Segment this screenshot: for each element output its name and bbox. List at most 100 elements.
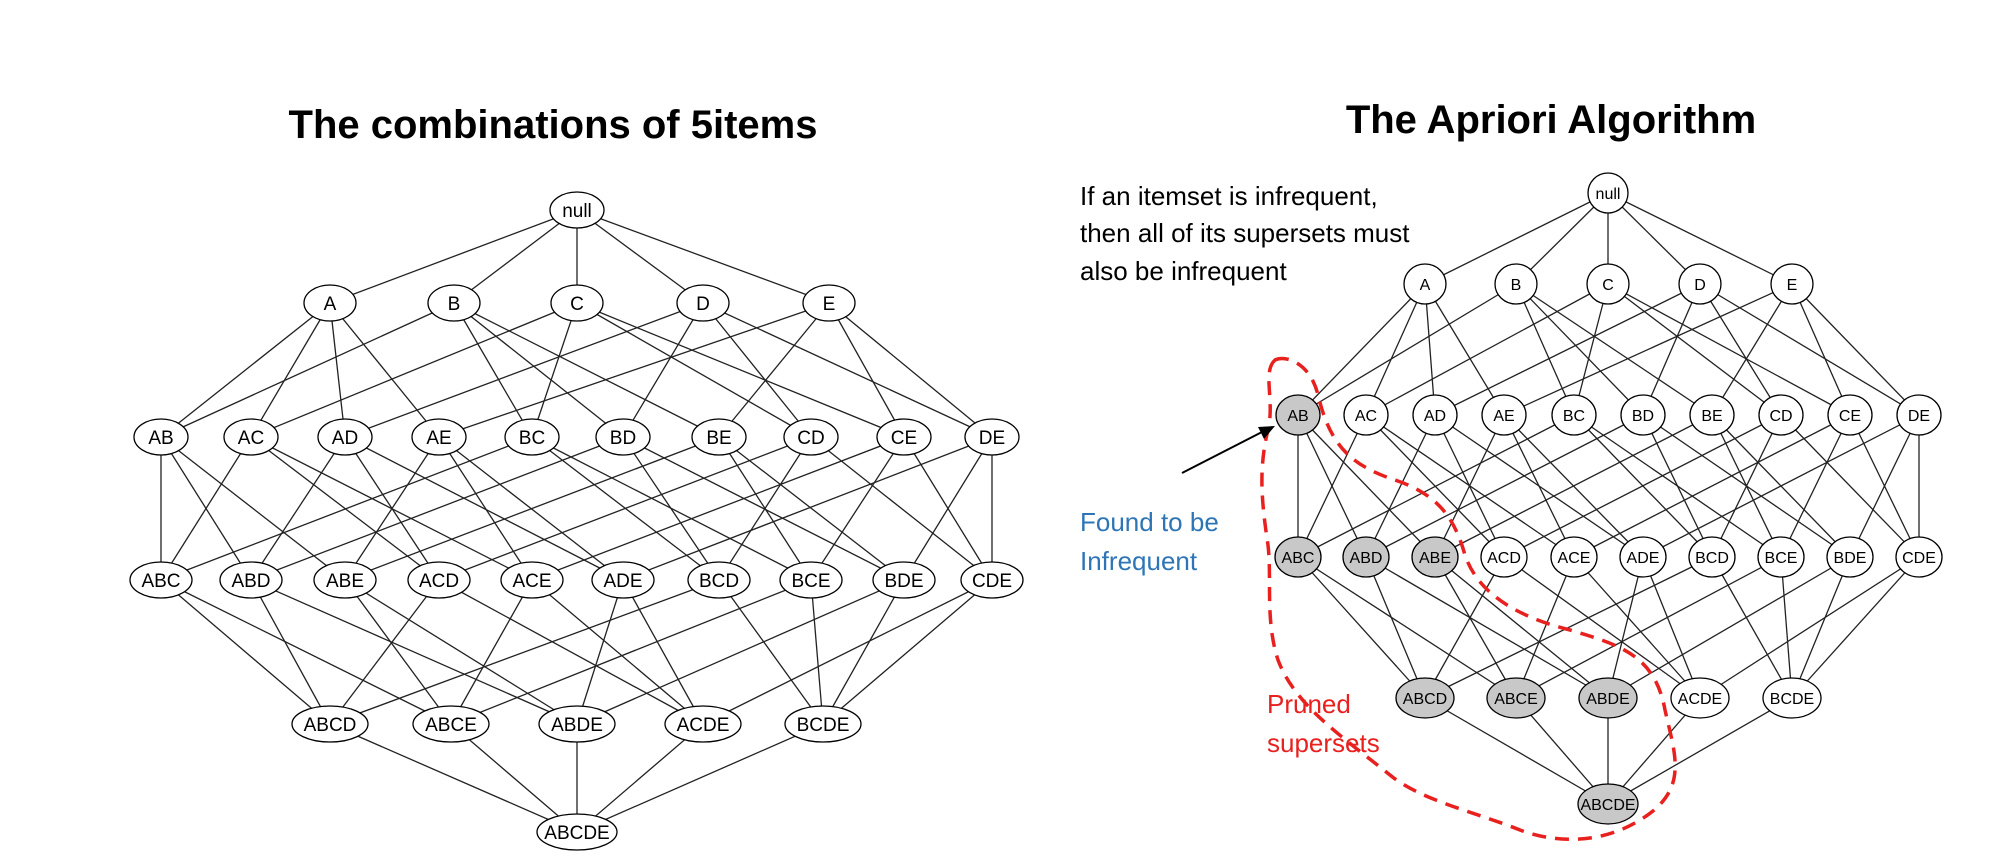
right-node-shape-a [1403, 263, 1447, 305]
found-line-1: Found to be [1080, 507, 1219, 537]
right-node-ade: ADE [1619, 536, 1667, 578]
left-node-be: BE [691, 418, 747, 456]
right-node-a: A [1403, 263, 1447, 305]
right-node-shape-abc [1274, 536, 1322, 578]
right-node-label-null: null [1596, 186, 1621, 203]
left-node-abc: ABC [129, 561, 193, 599]
left-node-shape-b [427, 284, 481, 322]
right-edge-d-cd [1699, 283, 1782, 416]
left-node-bcd: BCD [687, 561, 751, 599]
left-node-shape-a [303, 284, 357, 322]
right-edge-e-ce [1791, 283, 1851, 416]
right-edge-abe-abde [1434, 556, 1609, 699]
right-node-label-bd: BD [1632, 408, 1654, 425]
left-edge-cd-cde [810, 436, 993, 581]
right-edge-abc-abce [1297, 556, 1517, 699]
right-edge-cde-bcde [1791, 556, 1920, 699]
right-edge-bce-abce [1515, 556, 1782, 699]
right-edge-b-bc [1515, 283, 1575, 416]
pruned-supersets-label: Pruned supersets [1267, 689, 1380, 758]
right-edge-be-abe [1434, 414, 1713, 558]
left-edge-cd-acd [438, 436, 812, 581]
left-node-label-abcde: ABCDE [544, 823, 609, 844]
right-node-ab: AB [1275, 394, 1321, 436]
left-node-label-de: DE [979, 428, 1005, 449]
right-node-ac: AC [1343, 394, 1389, 436]
right-node-abcd: ABCD [1395, 677, 1455, 719]
left-edge-abc-abcd [160, 579, 331, 725]
right-node-label-d: D [1694, 277, 1706, 294]
found-line-2: Infrequent [1080, 546, 1198, 576]
right-node-abde: ABDE [1578, 677, 1638, 719]
right-edge-cd-cde [1780, 414, 1920, 558]
left-edge-c-cd [576, 302, 812, 438]
left-node-shape-c [550, 284, 604, 322]
left-edge-null-a [329, 209, 578, 304]
left-node-label-acde: ACDE [677, 715, 730, 736]
right-node-bde: BDE [1826, 536, 1874, 578]
left-edge-b-ab [160, 302, 455, 438]
right-edge-de-bde [1849, 414, 1920, 558]
left-node-abce: ABCE [412, 705, 490, 743]
right-node-shape-ab [1275, 394, 1321, 436]
right-node-ce: CE [1827, 394, 1873, 436]
left-node-shape-bde [872, 561, 936, 599]
right-node-acd: ACD [1480, 536, 1528, 578]
right-node-label-ce: CE [1839, 408, 1861, 425]
right-edge-ade-abde [1607, 556, 1644, 699]
right-node-shape-e [1770, 263, 1814, 305]
left-node-shape-bc [504, 418, 560, 456]
left-node-abe: ABE [313, 561, 377, 599]
left-node-shape-ace [500, 561, 564, 599]
left-edge-ce-ace [531, 436, 905, 581]
right-edge-a-ae [1424, 283, 1505, 416]
right-edge-bde-bcde [1791, 556, 1851, 699]
pruned-line-1: Pruned [1267, 689, 1351, 719]
right-edge-e-de [1791, 283, 1920, 416]
left-node-label-bce: BCE [791, 571, 830, 592]
left-node-shape-abde [538, 705, 616, 743]
right-node-bce: BCE [1757, 536, 1805, 578]
left-node-label-cd: CD [797, 428, 824, 449]
left-node-ce: CE [876, 418, 932, 456]
left-node-ae: AE [411, 418, 467, 456]
left-edge-acde-abcde [576, 723, 704, 833]
left-node-label-e: E [823, 294, 836, 315]
left-node-ac: AC [223, 418, 279, 456]
left-edge-b-be [453, 302, 720, 438]
right-node-ae: AE [1481, 394, 1527, 436]
right-node-de: DE [1896, 394, 1942, 436]
right-edge-acd-abcd [1424, 556, 1505, 699]
right-edges [1297, 192, 1920, 805]
found-infrequent-label: Found to be Infrequent [1080, 507, 1219, 576]
left-node-abcde: ABCDE [536, 813, 618, 851]
right-edge-bcde-abcde [1607, 697, 1793, 805]
right-node-shape-c [1586, 263, 1630, 305]
left-node-ace: ACE [500, 561, 564, 599]
right-edge-acd-acde [1503, 556, 1701, 699]
right-edge-ce-bce [1780, 414, 1851, 558]
left-node-label-bde: BDE [884, 571, 923, 592]
pruned-line-2: supersets [1267, 728, 1380, 758]
left-node-label-abce: ABCE [425, 715, 477, 736]
right-edge-ae-abe [1434, 414, 1505, 558]
right-node-bc: BC [1551, 394, 1597, 436]
right-node-shape-be [1689, 394, 1735, 436]
left-node-label-abde: ABDE [551, 715, 603, 736]
right-edge-bd-bcd [1642, 414, 1713, 558]
left-edge-ac-abc [160, 436, 252, 581]
left-node-acde: ACDE [664, 705, 742, 743]
left-edge-c-bc [531, 302, 578, 438]
left-node-abd: ABD [219, 561, 283, 599]
left-node-cde: CDE [960, 561, 1024, 599]
left-node-label-c: C [570, 294, 584, 315]
left-node-label-bc: BC [519, 428, 545, 449]
right-edge-bd-abd [1365, 414, 1644, 558]
left-edge-ade-abde [576, 579, 624, 725]
left-edge-abd-abcd [250, 579, 331, 725]
right-node-label-de: DE [1908, 408, 1930, 425]
right-node-shape-bc [1551, 394, 1597, 436]
right-edge-abcd-abcde [1424, 697, 1609, 805]
left-title: The combinations of 5items [289, 103, 818, 147]
right-node-shape-abe [1411, 536, 1459, 578]
